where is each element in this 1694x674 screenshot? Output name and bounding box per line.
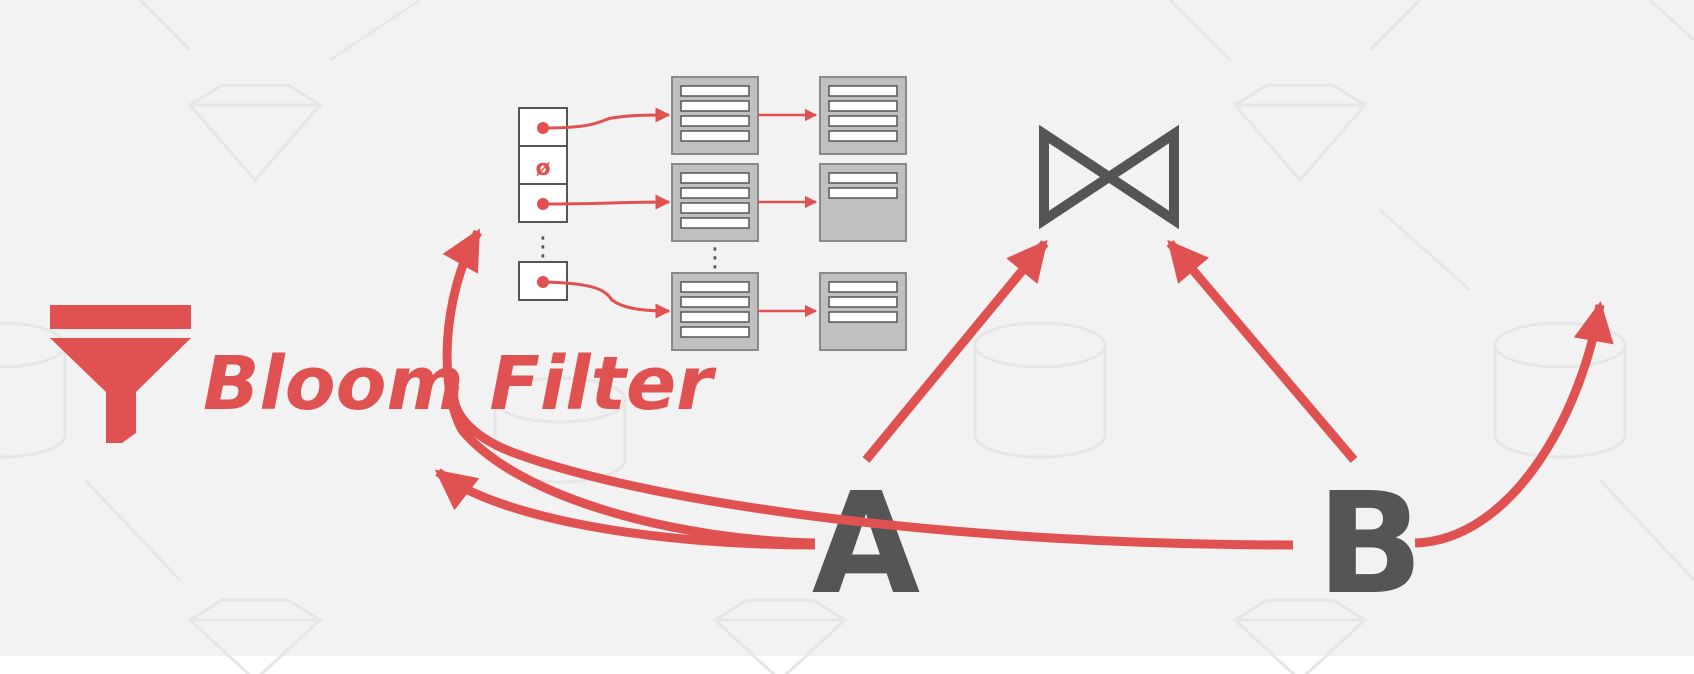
b-to-join-arrow [1166, 239, 1358, 463]
join-bowtie-icon [1039, 124, 1179, 230]
watermark-diamond-icon [711, 598, 849, 674]
watermark-database-icon [1493, 321, 1627, 459]
watermark-diamond-icon [186, 598, 324, 674]
watermark-stroke [1648, 0, 1694, 42]
watermark-stroke [83, 478, 182, 582]
null-slot-symbol: ø [535, 156, 550, 181]
overflow-page [819, 272, 907, 351]
bucket-ellipsis: ⋮ [702, 243, 728, 273]
slot-pointer-arrow [542, 194, 671, 210]
bucket-page [671, 272, 759, 351]
slot-ellipsis: ⋮ [530, 232, 556, 262]
b-output-arrow [1414, 301, 1614, 548]
b-to-bloom-filter-arrow [449, 383, 1294, 550]
watermark-diamond-icon [186, 83, 324, 183]
watermark-diamond-icon [1231, 83, 1369, 183]
watermark-stroke [1379, 208, 1471, 292]
bucket-page [671, 76, 759, 155]
hash-table: ø ⋮ ⋮ [518, 76, 907, 351]
bucket-page [671, 163, 759, 242]
watermark-stroke [1368, 0, 1422, 52]
watermark-stroke [1168, 0, 1232, 62]
watermark-database-icon [973, 321, 1107, 459]
watermark-stroke [1598, 478, 1694, 582]
funnel-icon [50, 305, 191, 443]
relation-b-label: B [1317, 463, 1424, 626]
relation-a-label: A [812, 463, 920, 626]
slot-pointer-arrow [542, 280, 671, 319]
watermark-diamond-icon [1231, 598, 1369, 674]
a-to-join-arrow [862, 239, 1049, 463]
overflow-page [819, 163, 907, 242]
bottom-strip [0, 656, 1694, 674]
slot-pointer-arrow [542, 107, 671, 130]
overflow-page [819, 76, 907, 155]
a-to-hash-table-arrow [442, 228, 816, 548]
watermark-stroke [138, 0, 192, 52]
watermark-stroke [329, 0, 421, 62]
